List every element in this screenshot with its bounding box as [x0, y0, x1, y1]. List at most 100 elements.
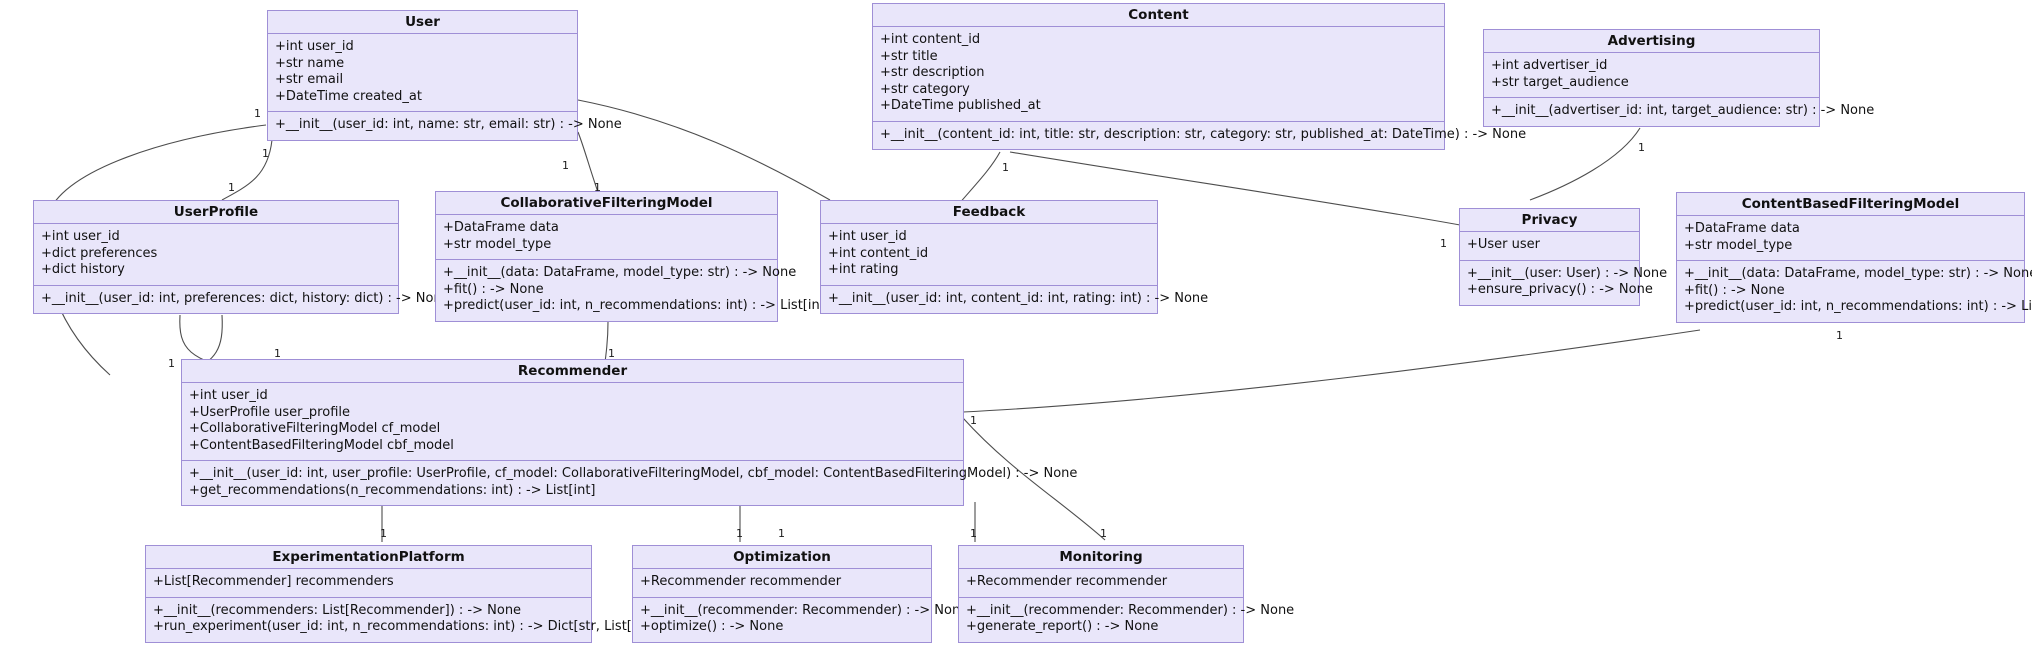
class-methods-contentbasedfilteringmodel: +__init__(data: DataFrame, model_type: s… [1677, 261, 2032, 322]
attribute-row: +DateTime published_at [880, 98, 1041, 113]
attribute-row: +str title [880, 48, 938, 64]
attribute-row: +int advertiser_id [1491, 58, 1608, 73]
attribute-row: +str email [275, 72, 344, 87]
attribute-row: +CollaborativeFilteringModel cf_model [189, 421, 441, 436]
class-name-optimization: Optimization [633, 546, 931, 569]
attribute-row: +User user [1467, 237, 1541, 252]
attribute-row: +str name [275, 55, 345, 71]
method-row: +predict(user_id: int, n_recommendations… [1684, 299, 2032, 314]
class-name-content: Content [873, 4, 1444, 27]
class-box-optimization[interactable]: Optimization +Recommender recommender +_… [632, 545, 969, 643]
multiplicity-label: 1 [1638, 141, 1645, 154]
class-methods-collaborativefilteringmodel: +__init__(data: DataFrame, model_type: s… [436, 260, 830, 321]
class-attributes-contentbasedfilteringmodel: +DataFrame data +str model_type [1677, 216, 2024, 261]
method-row: +fit() : -> None [443, 281, 544, 297]
class-attributes-user: +int user_id +str name +str email +DateT… [268, 34, 577, 112]
class-box-user[interactable]: User +int user_id +str name +str email +… [267, 10, 622, 141]
class-box-privacy[interactable]: Privacy +User user +__init__(user: User)… [1459, 208, 1668, 306]
attribute-row: +int user_id [189, 388, 268, 403]
class-methods-content: +__init__(content_id: int, title: str, d… [873, 122, 1527, 150]
class-methods-experimentationplatform: +__init__(recommenders: List[Recommender… [146, 598, 659, 642]
method-row: +get_recommendations(n_recommendations: … [189, 482, 596, 498]
method-row: +optimize() : -> None [640, 619, 784, 634]
attribute-row: +str category [880, 81, 970, 97]
attribute-row: +UserProfile user_profile [189, 404, 350, 420]
method-row: +generate_report() : -> None [966, 619, 1159, 634]
multiplicity-label: 1 [1100, 527, 1107, 540]
class-methods-optimization: +__init__(recommender: Recommender) : ->… [633, 598, 969, 642]
multiplicity-label: 1 [228, 181, 235, 194]
attribute-row: +DateTime created_at [275, 88, 422, 104]
method-row: +__init__(user_id: int, content_id: int,… [828, 290, 1209, 306]
class-name-feedback: Feedback [821, 201, 1157, 224]
class-name-monitoring: Monitoring [959, 546, 1243, 569]
class-attributes-content: +int content_id +str title +str descript… [873, 27, 1444, 122]
attribute-row: +str target_audience [1491, 74, 1629, 90]
class-box-advertising[interactable]: Advertising +int advertiser_id +str targ… [1483, 29, 1875, 127]
multiplicity-label: 1 [274, 347, 281, 360]
attribute-row: +int content_id [880, 32, 981, 47]
class-name-user: User [268, 11, 577, 34]
class-attributes-feedback: +int user_id +int content_id +int rating [821, 224, 1157, 286]
class-methods-user: +__init__(user_id: int, name: str, email… [268, 112, 622, 140]
method-row: +__init__(user_id: int, user_profile: Us… [189, 466, 1078, 481]
attribute-row: +dict preferences [41, 245, 158, 261]
attribute-row: +DataFrame data [443, 220, 559, 235]
class-box-monitoring[interactable]: Monitoring +Recommender recommender +__i… [958, 545, 1295, 643]
class-attributes-recommender: +int user_id +UserProfile user_profile +… [182, 383, 963, 461]
method-row: +__init__(content_id: int, title: str, d… [880, 126, 1527, 142]
class-methods-recommender: +__init__(user_id: int, user_profile: Us… [182, 461, 1078, 505]
method-row: +predict(user_id: int, n_recommendations… [443, 298, 830, 313]
multiplicity-label: 1 [608, 347, 615, 360]
class-name-privacy: Privacy [1460, 209, 1639, 232]
method-row: +__init__(data: DataFrame, model_type: s… [1684, 266, 2032, 281]
method-row: +__init__(recommenders: List[Recommender… [153, 602, 522, 618]
method-row: +ensure_privacy() : -> None [1467, 282, 1653, 297]
class-name-experimentationplatform: ExperimentationPlatform [146, 546, 591, 569]
method-row: +__init__(data: DataFrame, model_type: s… [443, 265, 797, 280]
multiplicity-label: 1 [562, 159, 569, 172]
class-attributes-userprofile: +int user_id +dict preferences +dict his… [34, 224, 398, 286]
class-attributes-privacy: +User user [1460, 232, 1639, 261]
class-box-experimentationplatform[interactable]: ExperimentationPlatform +List[Recommende… [145, 545, 659, 643]
method-row: +__init__(user_id: int, name: str, email… [275, 117, 622, 132]
multiplicity-label: 1 [778, 527, 785, 540]
class-methods-advertising: +__init__(advertiser_id: int, target_aud… [1484, 98, 1875, 126]
class-name-userprofile: UserProfile [34, 201, 398, 224]
multiplicity-label: 1 [736, 527, 743, 540]
class-box-feedback[interactable]: Feedback +int user_id +int content_id +i… [820, 200, 1209, 314]
class-attributes-optimization: +Recommender recommender [633, 569, 931, 598]
multiplicity-label: 1 [380, 527, 387, 540]
attribute-row: +str model_type [443, 236, 552, 252]
attribute-row: +ContentBasedFilteringModel cbf_model [189, 437, 454, 453]
multiplicity-label: 1 [1002, 161, 1009, 174]
method-row: +__init__(advertiser_id: int, target_aud… [1491, 103, 1875, 118]
multiplicity-label: 1 [594, 181, 601, 194]
method-row: +run_experiment(user_id: int, n_recommen… [153, 619, 659, 634]
multiplicity-label: 1 [262, 147, 269, 160]
method-row: +__init__(recommender: Recommender) : ->… [966, 602, 1295, 618]
attribute-row: +int rating [828, 262, 899, 277]
attribute-row: +Recommender recommender [640, 574, 842, 589]
attribute-row: +Recommender recommender [966, 574, 1168, 589]
attribute-row: +List[Recommender] recommenders [153, 574, 394, 589]
class-methods-privacy: +__init__(user: User) : -> None +ensure_… [1460, 261, 1668, 305]
method-row: +__init__(recommender: Recommender) : ->… [640, 602, 969, 618]
class-box-userprofile[interactable]: UserProfile +int user_id +dict preferenc… [33, 200, 450, 314]
attribute-row: +int user_id [41, 229, 120, 244]
class-attributes-experimentationplatform: +List[Recommender] recommenders [146, 569, 591, 598]
class-methods-feedback: +__init__(user_id: int, content_id: int,… [821, 286, 1209, 314]
attribute-row: +DataFrame data [1684, 221, 1800, 236]
class-name-contentbasedfilteringmodel: ContentBasedFilteringModel [1677, 193, 2024, 216]
multiplicity-label: 1 [168, 357, 175, 370]
class-methods-userprofile: +__init__(user_id: int, preferences: dic… [34, 286, 450, 314]
attribute-row: +dict history [41, 262, 125, 277]
class-name-collaborativefilteringmodel: CollaborativeFilteringModel [436, 192, 777, 215]
method-row: +__init__(user: User) : -> None [1467, 265, 1668, 281]
class-box-recommender[interactable]: Recommender +int user_id +UserProfile us… [181, 359, 1078, 506]
multiplicity-label: 1 [1836, 329, 1843, 342]
class-box-collaborativefilteringmodel[interactable]: CollaborativeFilteringModel +DataFrame d… [435, 191, 830, 322]
class-box-content[interactable]: Content +int content_id +str title +str … [872, 3, 1527, 150]
class-box-contentbasedfilteringmodel[interactable]: ContentBasedFilteringModel +DataFrame da… [1676, 192, 2032, 323]
